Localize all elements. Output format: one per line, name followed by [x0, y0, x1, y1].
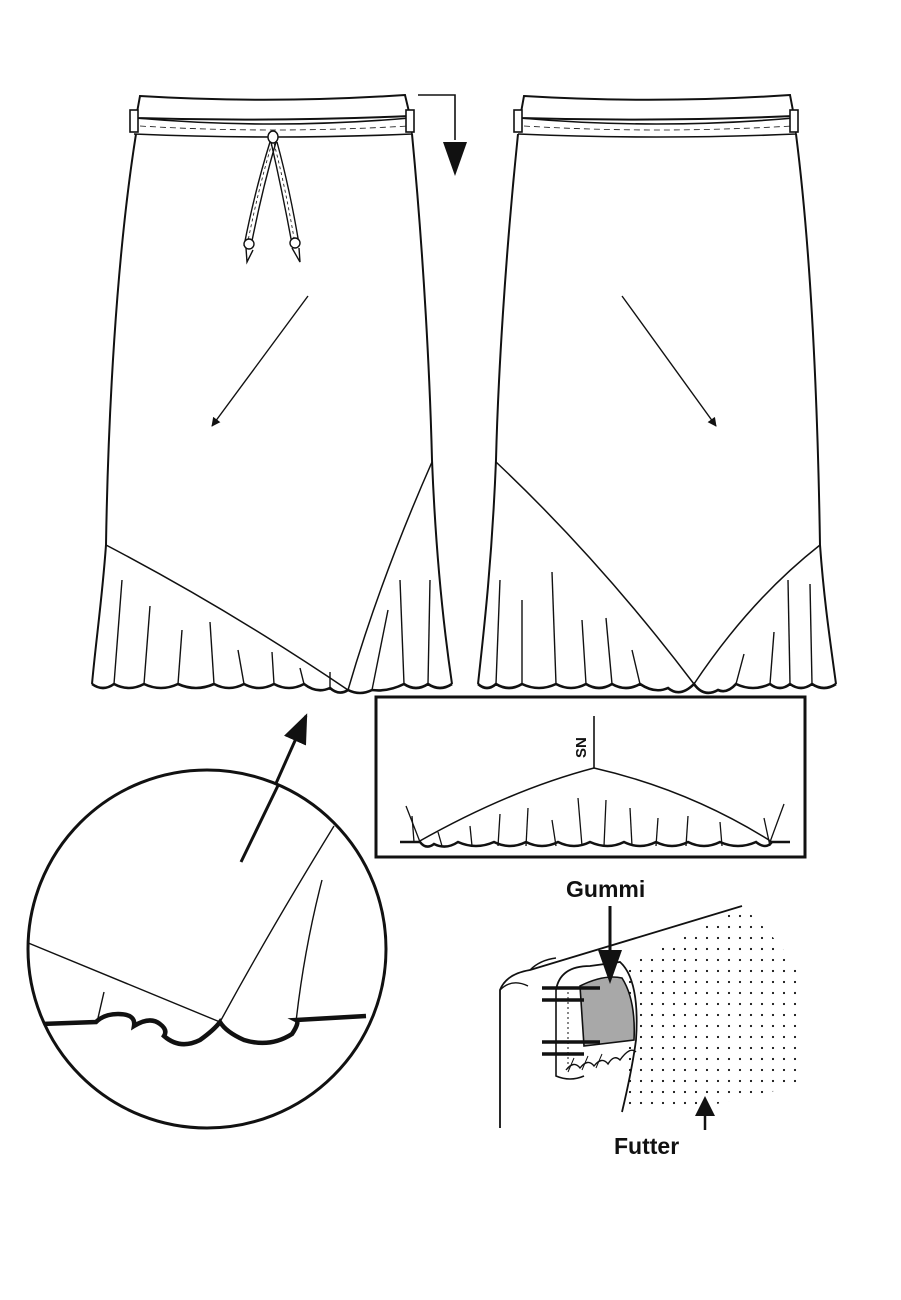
back-flounce-folds — [495, 571, 813, 685]
drawstring-tie — [243, 130, 301, 265]
magnifier-hem — [39, 1011, 367, 1047]
back-grain-arrow — [621, 295, 717, 427]
front-flounce-seam — [105, 544, 349, 691]
back-right-side-seam — [795, 133, 837, 685]
front-waistband — [134, 93, 412, 121]
back-waistband — [518, 93, 796, 121]
elastic-label: Gummi — [566, 876, 645, 902]
seam-detail-hem — [400, 840, 790, 848]
stitch-marks — [542, 986, 600, 1056]
front-right-side-seam — [411, 133, 453, 685]
hem-detail-magnifier — [26, 713, 388, 1130]
front-left-side-seam — [91, 133, 137, 685]
back-belt-loop-left — [513, 109, 523, 133]
seam-detail-box: SN — [374, 695, 807, 859]
back-belt-loop-right — [789, 109, 799, 133]
elastic-band — [579, 976, 636, 1047]
waistband-elastic-detail: Gummi Futter — [499, 876, 804, 1159]
skirt-back-view — [418, 93, 837, 695]
back-left-side-seam — [477, 133, 519, 685]
back-flounce-seam-right — [693, 544, 821, 685]
skirt-front-view — [91, 93, 453, 695]
front-grain-arrow — [211, 295, 309, 427]
turn-arrow — [418, 94, 456, 140]
lining-label: Futter — [614, 1133, 679, 1159]
belt-loop-right — [405, 109, 415, 133]
front-flounce-folds — [113, 579, 431, 691]
magnifier-arrow-shaft — [239, 770, 302, 863]
belt-loop-left — [129, 109, 139, 133]
front-hem — [91, 682, 453, 695]
back-hem — [477, 681, 837, 695]
back-flounce-seam-left — [495, 461, 695, 685]
seam-label-sn: SN — [573, 737, 590, 758]
lining-dotted-area — [620, 906, 804, 1112]
